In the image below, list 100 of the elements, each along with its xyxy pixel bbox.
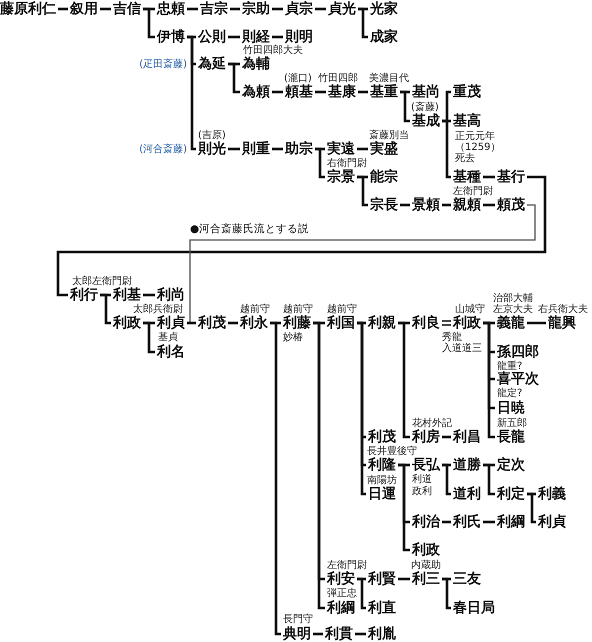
person-name: 則重: [240, 141, 272, 157]
person-name: 基行: [495, 169, 527, 185]
person-name: 利親: [366, 315, 398, 331]
annotation: 正元元年（1259）死去: [455, 130, 502, 164]
person-name: 利行: [68, 287, 100, 303]
annotation: 右衛門尉: [327, 158, 367, 168]
person-name: 道勝: [451, 457, 483, 473]
lineage-line: [58, 8, 68, 10]
person-name: 貞宗: [283, 1, 315, 17]
annotation: 斎藤別当: [369, 130, 409, 140]
annotation: 長門守: [283, 614, 313, 624]
person-name: 義龍: [495, 315, 527, 331]
person-name: 利基: [111, 287, 143, 303]
annotation: 竹田四郎: [318, 72, 358, 84]
lineage-line: [358, 90, 368, 94]
lineage-line: [315, 8, 326, 10]
person-name: 春日局: [451, 600, 497, 616]
annotation: 龍定?: [497, 388, 522, 398]
person-name: 利定: [495, 486, 527, 502]
lineage-line: [442, 464, 451, 496]
person-name: 利国: [325, 315, 357, 331]
annotation: (吉原): [198, 130, 226, 140]
person-name: 利茂: [366, 429, 398, 445]
lineage-line: [442, 578, 451, 610]
lineage-line: [527, 322, 546, 324]
person-name: 利氏: [451, 514, 483, 530]
annotation: (瀧口): [284, 72, 312, 84]
person-name: 頼基: [283, 84, 315, 100]
person-name: 利賢: [366, 571, 398, 587]
person-name: 利貫: [323, 626, 355, 642]
lineage-line: [483, 322, 495, 438]
person-name: 喜平次: [495, 371, 541, 387]
annotation: 基貞: [158, 332, 178, 342]
lineage-line: [272, 8, 283, 10]
annotation: 太郎左衛門尉: [72, 276, 132, 286]
lineage-line: [315, 90, 326, 94]
person-name: 基尚: [410, 84, 442, 100]
person-name: 利良: [410, 315, 442, 331]
person-name: 為輔: [240, 56, 272, 72]
person-name: 利貞: [155, 315, 187, 331]
annotation: 長井豊後守: [367, 446, 417, 456]
person-name: 利貞: [536, 514, 568, 530]
edge-label: ●河合斎藤氏流とする説: [190, 223, 310, 235]
person-name: 孫四郎: [495, 344, 541, 360]
person-name: 能宗: [368, 169, 400, 185]
lineage-line: [228, 36, 240, 38]
annotation: 治部大輔: [493, 292, 533, 304]
person-name: 長弘: [410, 457, 442, 473]
lineage-line: [400, 204, 410, 206]
lineage-line: [358, 8, 368, 38]
annotation: 花村外記: [412, 418, 452, 428]
person-name: 忠頼: [155, 1, 187, 17]
person-name: 光家: [368, 1, 400, 17]
annotation: 太郎兵衛尉: [133, 304, 183, 314]
person-name: 景頼: [410, 197, 442, 213]
lineage-line: [143, 294, 155, 296]
lineage-line: [357, 322, 366, 496]
lineage-line: [398, 322, 410, 438]
lineage-line: [187, 8, 198, 10]
double-line: [441, 320, 452, 326]
lineage-line: [56, 176, 546, 296]
lineage-line: [483, 204, 495, 206]
person-name: 利綱: [495, 514, 527, 530]
person-name: 成家: [368, 29, 400, 45]
person-name: 利名: [155, 344, 187, 360]
person-name: 基種: [451, 169, 483, 185]
lineage-line: [398, 464, 410, 552]
person-name: 利直: [366, 600, 398, 616]
annotation: 竹田四郎大夫: [243, 45, 303, 56]
person-name: 基高: [451, 113, 483, 129]
person-name: 親頼: [451, 197, 483, 213]
annotation: 左京大夫: [493, 304, 533, 314]
person-name: 頼茂: [495, 197, 527, 213]
lineage-line: [442, 204, 451, 206]
person-name: 利永: [238, 315, 270, 331]
lineage-line: [355, 632, 366, 636]
person-name: 利政: [111, 315, 143, 331]
person-name: 伊博: [155, 29, 187, 45]
person-name: 実遠: [325, 141, 357, 157]
lineage-line: [483, 520, 495, 524]
lineage-line: [357, 578, 366, 610]
person-name: 長龍: [495, 429, 527, 445]
person-name: 重茂: [451, 84, 483, 100]
annotation: 美濃目代: [369, 72, 409, 84]
lineage-line: [442, 520, 451, 524]
person-name: 利隆: [366, 457, 398, 473]
person-name: 利安: [325, 571, 357, 587]
person-name: 利藤: [281, 315, 313, 331]
annotation: 政利: [412, 486, 432, 496]
lineage-line: [228, 62, 240, 94]
lineage-line: [400, 90, 410, 122]
lineage-line: [483, 464, 495, 496]
person-name: 利義: [536, 486, 568, 502]
lineage-line: [187, 36, 196, 150]
annotation: 越前守: [327, 304, 357, 314]
person-name: 吉宗: [198, 1, 230, 17]
lineage-line: [357, 176, 368, 206]
annotation: 弾正忠: [327, 588, 357, 598]
lineage-line: [228, 322, 238, 324]
annotation: 新五郎: [497, 418, 527, 428]
